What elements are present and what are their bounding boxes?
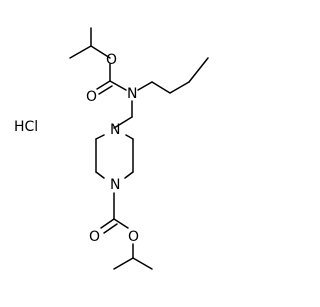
- atom-o-lower-ether: O: [128, 229, 139, 245]
- salt-label: HCl: [14, 119, 38, 135]
- bond-ethyl-2: [113, 116, 133, 129]
- bond-butyl-3: [169, 81, 190, 94]
- bond-carbonyl-double-a: [96, 80, 111, 90]
- bond-lower-carbonyl-double-b: [103, 223, 118, 234]
- bond-carbonyl-to-n: [109, 80, 127, 91]
- atom-o-lower-carbonyl: O: [89, 229, 100, 245]
- atom-n-carbamate: N: [127, 86, 137, 102]
- bond-butyl-4: [188, 57, 209, 83]
- bond-isopropyl-upper-left: [69, 45, 92, 59]
- atom-o-upper-carbonyl: O: [86, 89, 97, 105]
- bond-ring-lower-right: [124, 171, 134, 179]
- bond-isopropyl-lower-right: [132, 257, 153, 270]
- bond-ring-lower-left: [95, 171, 105, 179]
- bond-carbonyl-double-b: [98, 85, 113, 95]
- bond-n-butyl-1: [137, 81, 153, 91]
- bond-butyl-2: [151, 81, 171, 94]
- bond-ring-n-top-right: [125, 134, 134, 140]
- chemical-structure: O O N N N O O HCl: [14, 27, 209, 270]
- bond-lower-carbonyl-double-a: [100, 218, 115, 229]
- atom-n-piperazine-top: N: [110, 122, 120, 138]
- atom-o-upper-ether: O: [106, 52, 117, 68]
- bond-ring-n-top-left: [95, 134, 105, 140]
- bond-isopropyl-upper-right: [90, 45, 111, 59]
- bond-carbonyl-to-o-ether: [113, 218, 129, 229]
- bond-isopropyl-lower-left: [113, 257, 134, 270]
- atom-n-piperazine-bottom: N: [110, 177, 120, 193]
